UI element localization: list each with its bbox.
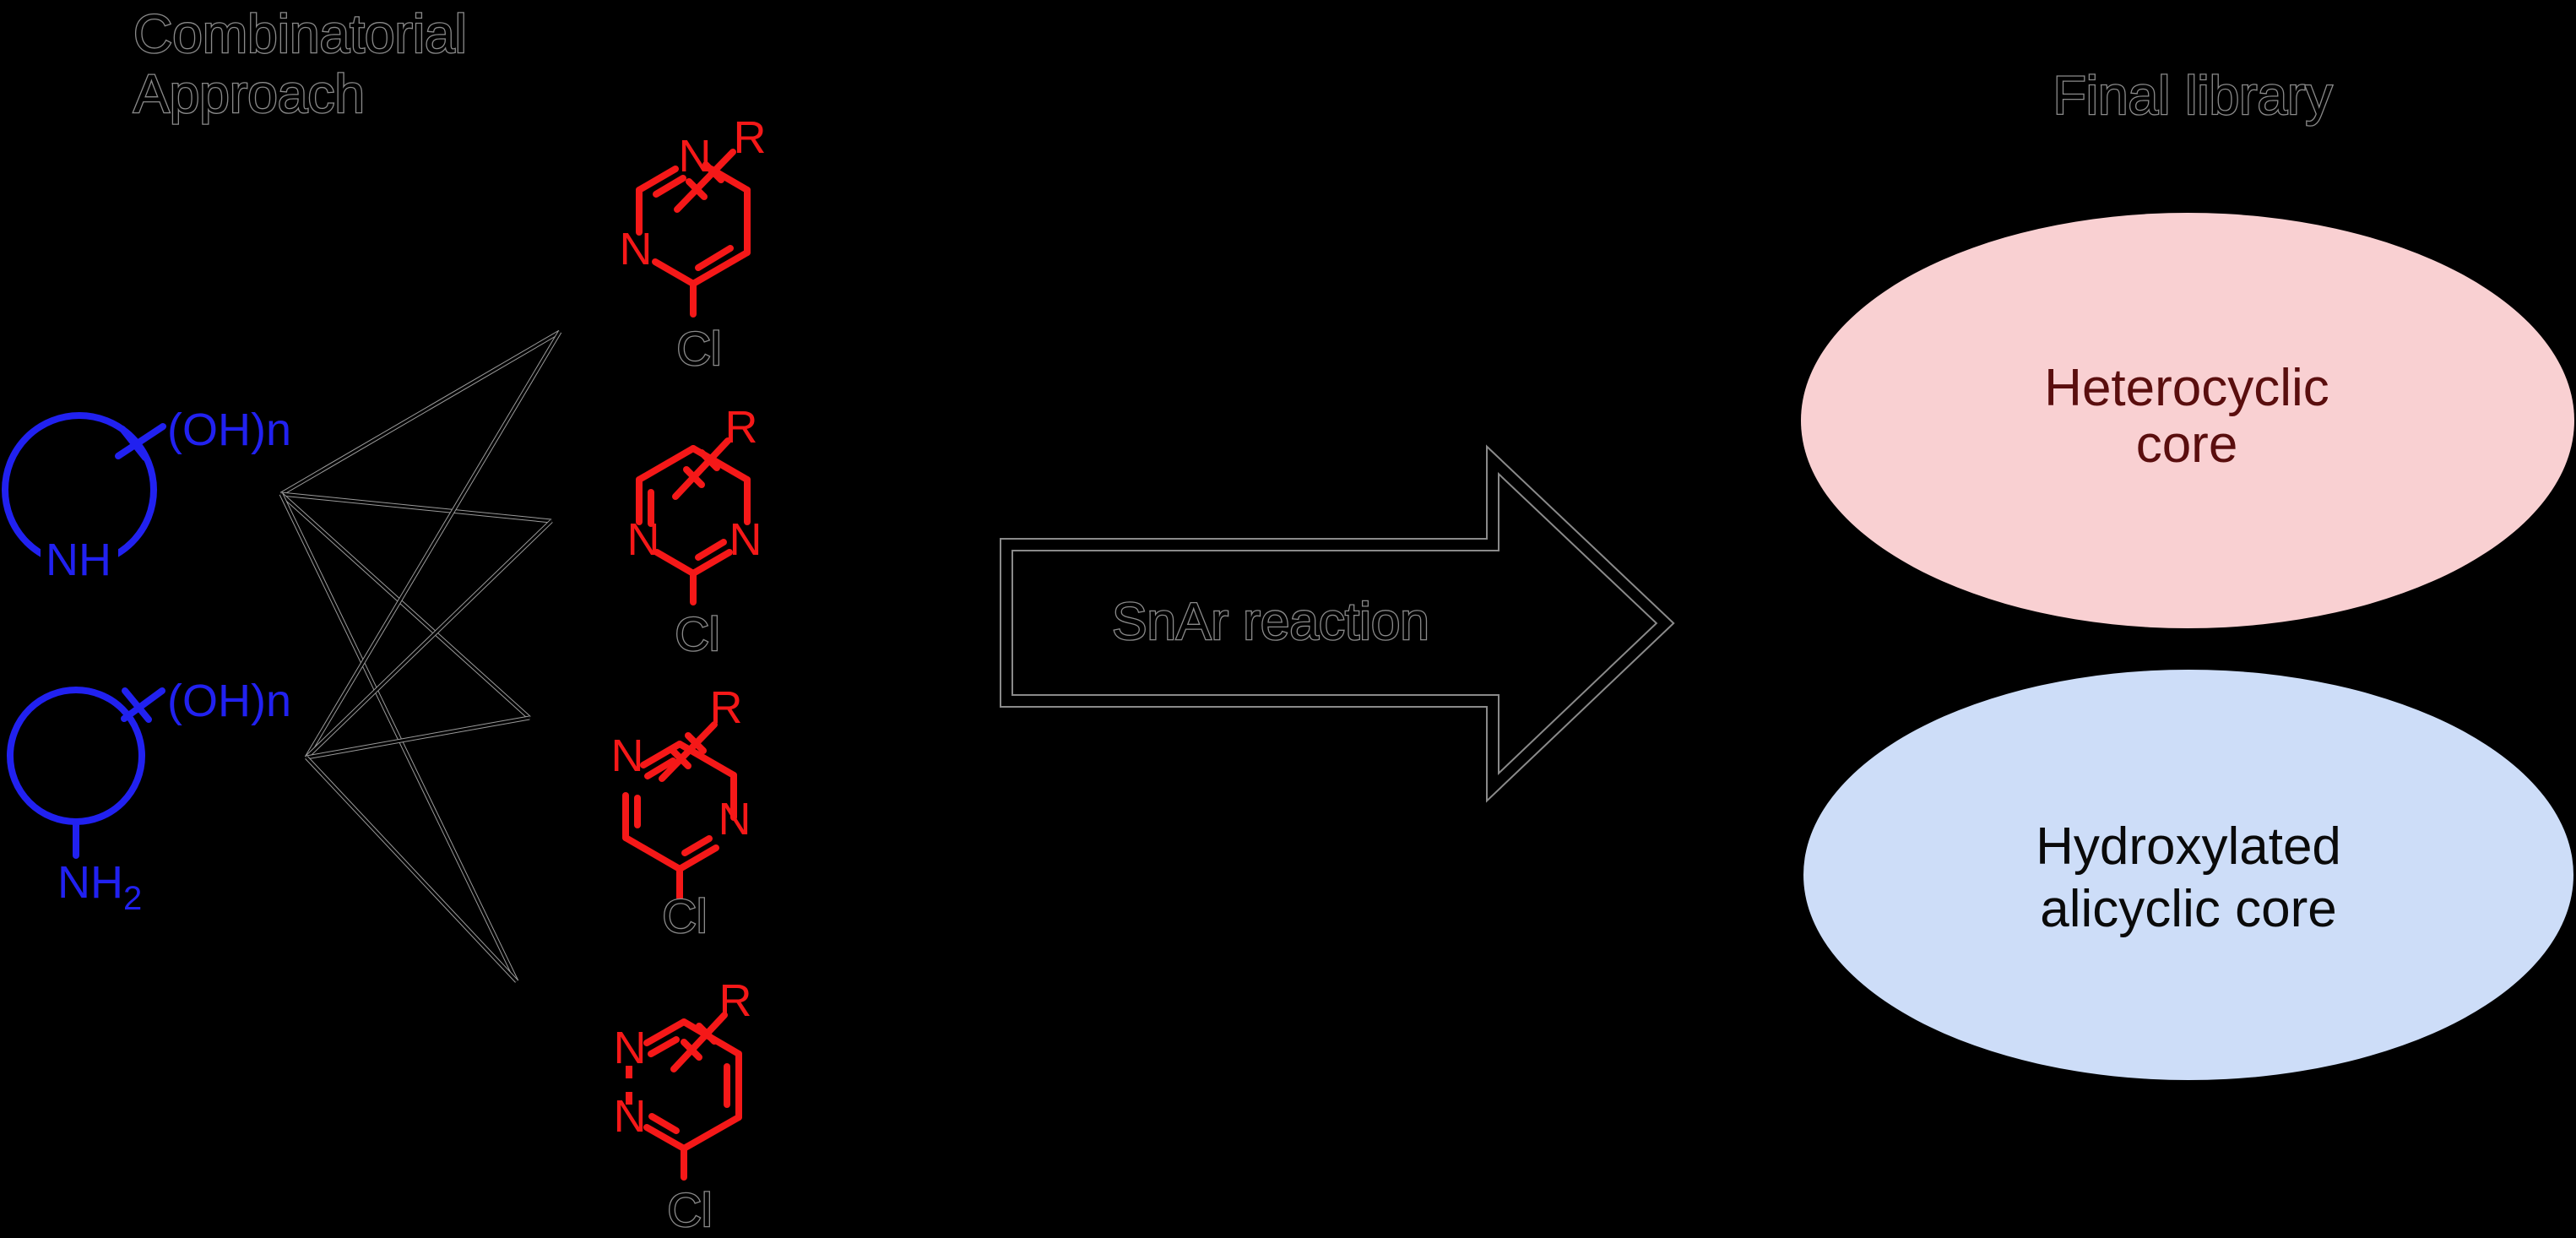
chloro-label: Cl bbox=[663, 889, 708, 942]
hydroxylated-core-label-line2: alicyclic core bbox=[2040, 880, 2336, 938]
variable-position-dashes bbox=[670, 732, 707, 769]
variable-position-tick bbox=[119, 426, 149, 461]
snar-arrow: SnAr reaction bbox=[1000, 444, 1675, 803]
r-group-label: R bbox=[710, 682, 743, 733]
ring-heteroatom-label: NH bbox=[46, 535, 111, 585]
variable-position-tick bbox=[122, 687, 152, 723]
n2-label: N bbox=[729, 514, 762, 565]
heterocyclic-core-label-line2: core bbox=[2136, 415, 2238, 474]
r-group-label: R bbox=[725, 402, 758, 453]
r-group-bond bbox=[672, 437, 731, 500]
r-group-bond bbox=[670, 1012, 728, 1072]
n2-label: N bbox=[620, 224, 653, 274]
n2-label: N bbox=[614, 1091, 647, 1142]
heterocycle-chloropyrimidine-2: N N R Cl bbox=[627, 402, 762, 661]
r-group-label: R bbox=[734, 112, 767, 163]
title-line-1: Combinatorial bbox=[133, 3, 467, 64]
reagent-primary-amine: NH2 (OH)n bbox=[7, 676, 291, 917]
combination-connector-lines bbox=[279, 329, 562, 983]
substituent-bond bbox=[115, 423, 166, 459]
hydroxylated-core-label-line1: Hydroxylated bbox=[2036, 817, 2341, 876]
n2-label: N bbox=[719, 794, 751, 844]
heterocyclic-core-ellipse: Heterocyclic core bbox=[1801, 213, 2574, 628]
substituent-bond bbox=[121, 687, 165, 722]
final-library-title: Final library bbox=[2053, 65, 2333, 126]
final-library: Final library Heterocyclic core Hydroxyl… bbox=[1801, 64, 2574, 1080]
ring-bonds bbox=[636, 445, 751, 577]
hydroxyl-substituent-label: (OH)n bbox=[167, 676, 291, 726]
combinatorial-title: Combinatorial Approach bbox=[133, 3, 468, 126]
title-line-2: Approach bbox=[133, 63, 365, 124]
chloro-label: Cl bbox=[677, 322, 722, 375]
variable-position-dashes bbox=[681, 1023, 718, 1061]
ring-label-mask bbox=[41, 530, 118, 591]
r-group-label: R bbox=[719, 975, 752, 1026]
r-group-bond bbox=[674, 149, 736, 213]
n1-label: N bbox=[679, 131, 712, 182]
arrow-label: SnAr reaction bbox=[1112, 593, 1429, 651]
n1-label: N bbox=[611, 730, 644, 781]
heterocyclic-core-shape bbox=[1801, 213, 2574, 628]
r-group-bond bbox=[659, 721, 718, 782]
variable-position-dashes bbox=[686, 161, 724, 200]
chloro-label: Cl bbox=[668, 1183, 713, 1236]
heterocycle-chloropyrazine: N N R Cl bbox=[611, 682, 751, 943]
chloro-label: Cl bbox=[675, 607, 720, 660]
heterocycle-chloropyrimidine-4: N N R Cl bbox=[620, 112, 767, 376]
heterocyclic-core-label-line1: Heterocyclic bbox=[2044, 359, 2329, 417]
variable-position-dashes bbox=[683, 449, 720, 488]
amine-label: NH2 bbox=[57, 857, 142, 917]
n1-label: N bbox=[627, 514, 660, 565]
reagent-secondary-amine: NH (OH)n bbox=[2, 405, 291, 591]
hydroxylated-core-shape bbox=[1803, 670, 2573, 1080]
hydroxylated-core-ellipse: Hydroxylated alicyclic core bbox=[1803, 670, 2573, 1080]
hydroxyl-substituent-label: (OH)n bbox=[167, 405, 291, 455]
n1-label: N bbox=[614, 1023, 647, 1073]
ring-bonds bbox=[626, 1018, 742, 1152]
heterocycle-chloropyridazine: N N R Cl bbox=[614, 975, 752, 1237]
